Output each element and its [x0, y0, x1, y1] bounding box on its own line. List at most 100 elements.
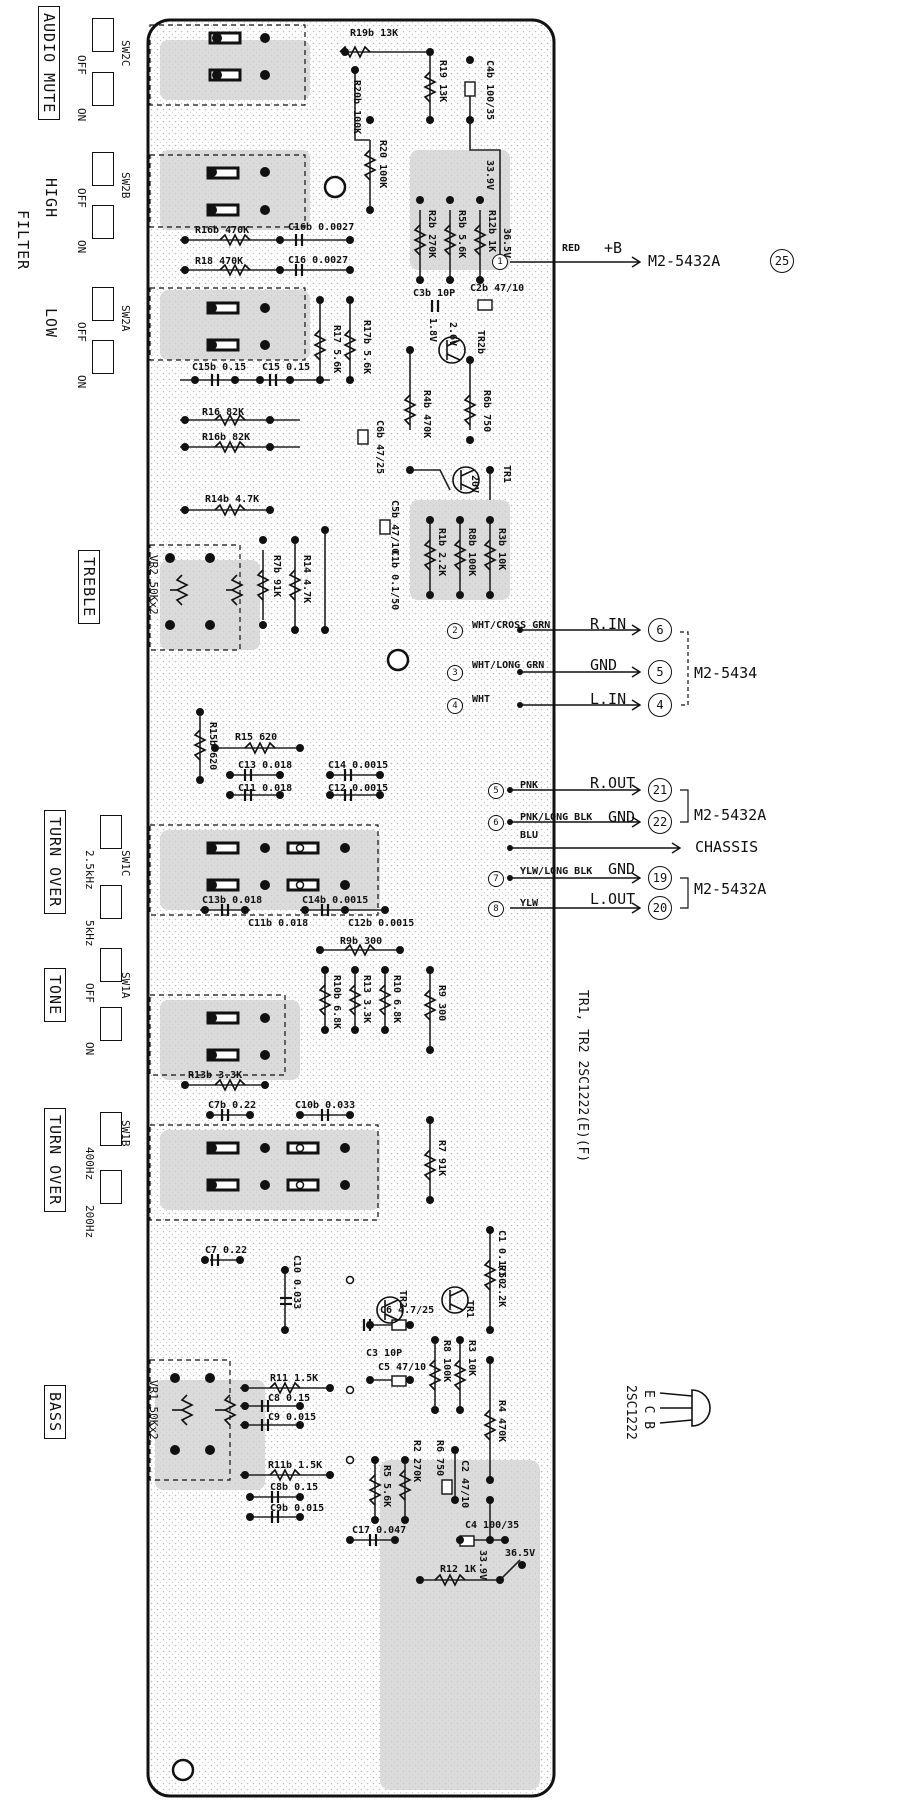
comp-c15b: C15b 0.15: [192, 362, 247, 373]
comp-r20b: R20b 100K: [351, 80, 362, 135]
comp-c16: C16 0.0027: [288, 255, 349, 266]
wire-pnk: PNK: [520, 780, 539, 791]
comp-r2: R2 270K: [411, 1440, 422, 1483]
comp-r17: R17 5.6K: [331, 325, 342, 374]
pad-2: 2: [447, 623, 463, 639]
note-transistor-type: TR1, TR2 2SC1222(E)(F): [575, 990, 590, 1163]
comp-r6b: R6b 750: [481, 390, 492, 433]
comp-c8: C8 0.15: [268, 1393, 311, 1404]
comp-r10b: R10b 6.8K: [331, 975, 342, 1030]
comp-v339: 33.9V: [484, 160, 495, 191]
comp-c6: C6 4.7/25: [380, 1305, 435, 1316]
comp-r3b: R3b 10K: [496, 528, 507, 571]
label-sw2a: SW2A: [119, 305, 132, 332]
comp-v26: 2.6V: [447, 322, 458, 347]
comp-c10: C10 0.033: [291, 1255, 302, 1310]
wire-ylw: YLW: [520, 898, 539, 909]
switch-box-tone-off: [100, 948, 122, 982]
pin-5: 5: [648, 660, 672, 684]
label-r-in: R.IN: [590, 615, 627, 633]
label-audio-mute: AUDIO MUTE: [38, 6, 60, 121]
comp-c5: C5 47/10: [378, 1362, 427, 1373]
comp-c8b: C8b 0.15: [270, 1482, 319, 1493]
comp-c4b: C4b 100/35: [484, 60, 495, 121]
switch-box-high-on: [92, 205, 114, 239]
comp-r5: R5 5.6K: [381, 1465, 392, 1508]
label-off-2: OFF: [75, 188, 88, 208]
switch-box-turnover2-a: [100, 1112, 122, 1146]
comp-c4: C4 100/35: [465, 1520, 520, 1531]
comp-r7b: R7b 91K: [271, 555, 282, 598]
comp-c11: C11 0.018: [238, 783, 293, 794]
comp-r1b: R1b 2.2K: [436, 528, 447, 577]
label-chassis: CHASSIS: [695, 838, 759, 856]
comp-r1: R1 2.2K: [496, 1265, 507, 1308]
comp-r7: R7 91K: [436, 1140, 447, 1177]
pad-5: 5: [488, 783, 504, 799]
pin-21: 21: [648, 778, 672, 802]
label-on-2: ON: [75, 240, 88, 254]
label-5khz: 5kHz: [83, 920, 96, 947]
comp-r14: R14 4.7K: [301, 555, 312, 604]
comp-c7: C7 0.22: [205, 1245, 248, 1256]
label-turn-over-2: TURN OVER: [44, 1108, 66, 1213]
comp-r18: R18 470K: [195, 256, 244, 267]
pin-6: 6: [648, 618, 672, 642]
comp-r4: R4 470K: [496, 1400, 507, 1443]
comp-r15: R15 620: [235, 732, 278, 743]
comp-r10: R10 6.8K: [391, 975, 402, 1024]
comp-r6: R6 750: [434, 1440, 445, 1477]
label-bass: BASS: [44, 1385, 66, 1440]
label-tone: TONE: [44, 968, 66, 1023]
comp-c2b: C2b 47/10: [470, 283, 525, 294]
comp-r11: R11 1.5K: [270, 1373, 319, 1384]
label-sw1a: SW1A: [119, 972, 132, 999]
label-plus-b: +B: [604, 239, 623, 257]
label-sw2b: SW2B: [119, 172, 132, 199]
label-low: LOW: [42, 308, 60, 339]
comp-v18: 1.8V: [427, 318, 438, 343]
comp-v365b: 36.5V: [505, 1548, 536, 1559]
comp-r16: R16 82K: [202, 407, 245, 418]
label-gnd-1: GND: [590, 656, 618, 674]
wire-wht-long: WHT/LONG GRN: [472, 660, 545, 671]
label-2-5khz: 2.5kHz: [83, 850, 96, 890]
label-l-in: L.IN: [590, 690, 627, 708]
comp-r13: R13 3.3K: [361, 975, 372, 1024]
comp-r4b: R4b 470K: [421, 390, 432, 439]
label-on-1: ON: [75, 108, 88, 122]
comp-r14b: R14b 4.7K: [205, 494, 260, 505]
comp-c12b: C12b 0.0015: [348, 918, 415, 929]
comp-c17: C17 0.047: [352, 1525, 407, 1536]
wire-ylw-long: YLW/LONG BLK: [520, 866, 593, 877]
comp-tr1-lower: TR1: [464, 1300, 475, 1319]
switch-box-tone-on: [100, 1007, 122, 1041]
pin-4: 4: [648, 693, 672, 717]
comp-c14: C14 0.0015: [328, 760, 389, 771]
wire-blu: BLU: [520, 830, 539, 841]
comp-c1b: C1b 0.1/50: [389, 550, 400, 611]
comp-r12: R12 1K: [440, 1564, 477, 1575]
comp-c11b: C11b 0.018: [248, 918, 309, 929]
comp-c12: C12 0.0015: [328, 783, 389, 794]
note-part: 2SC1222: [623, 1385, 638, 1440]
comp-r9b: R9b 300: [340, 936, 383, 947]
comp-r13b: R13b 3.3K: [188, 1070, 243, 1081]
comp-r9: R9 300: [436, 985, 447, 1022]
comp-c9b: C9b 0.015: [270, 1503, 325, 1514]
label-m2-5432a-lower: M2-5432A: [694, 880, 767, 898]
comp-r8: R8 100K: [441, 1340, 452, 1383]
comp-c6b: C6b 47/25: [374, 420, 385, 475]
pad-4: 4: [447, 698, 463, 714]
wire-red: RED: [562, 243, 581, 254]
label-gnd-2: GND: [608, 808, 636, 826]
pin-20: 20: [648, 896, 672, 920]
comp-c10b: C10b 0.033: [295, 1100, 356, 1111]
switch-box-high-off: [92, 152, 114, 186]
pin-25: 25: [770, 249, 794, 273]
wire-wht-cross: WHT/CROSS GRN: [472, 620, 551, 631]
comp-r12b: R12b 1K: [486, 210, 497, 253]
label-off-tone: OFF: [83, 983, 96, 1003]
switch-box-low-off: [92, 287, 114, 321]
